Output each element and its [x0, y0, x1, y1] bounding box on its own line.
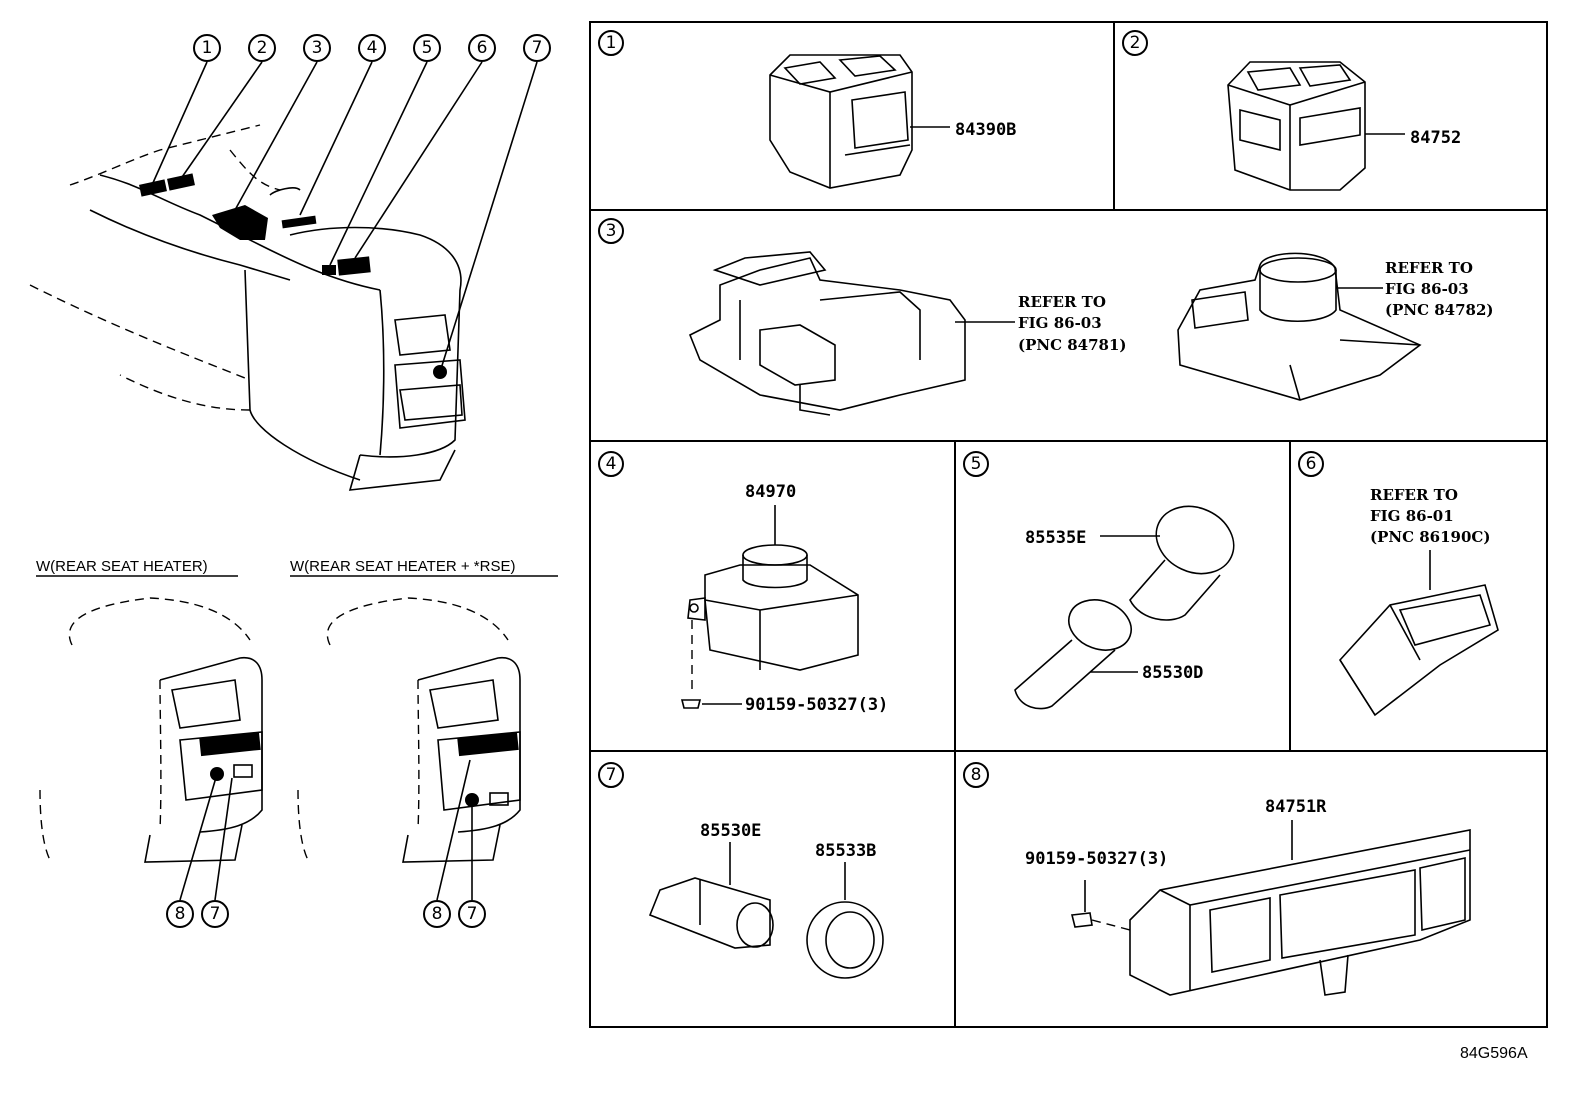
- socket-85535e-drawing: [1100, 505, 1235, 621]
- svg-text:2: 2: [257, 38, 268, 58]
- panel-5-number: 5: [963, 451, 989, 477]
- lower-left-callout-7: 7: [201, 900, 229, 928]
- svg-text:4: 4: [606, 454, 617, 474]
- switch-84752-drawing: [1227, 61, 1405, 191]
- overview-callout-4: 4: [358, 34, 386, 62]
- bolt-90159-label-panel4: 90159-50327(3): [745, 695, 888, 715]
- lower-right-callout-7: 7: [458, 900, 486, 928]
- refer-84782-line3: (PNC 84782): [1385, 301, 1494, 319]
- refer-84781-line3: (PNC 84781): [1018, 336, 1127, 354]
- part-85533b-label: 85533B: [815, 841, 876, 861]
- lower-left-callout-8: 8: [166, 900, 194, 928]
- svg-text:8: 8: [971, 765, 982, 785]
- panel-7-number: 7: [598, 762, 624, 788]
- overview-console-drawing: [29, 61, 538, 491]
- drawing-id: 84G596A: [1460, 1045, 1528, 1062]
- svg-text:8: 8: [432, 904, 443, 924]
- svg-text:7: 7: [210, 904, 221, 924]
- refer-86190c-line3: (PNC 86190C): [1370, 528, 1490, 546]
- svg-text:6: 6: [1306, 454, 1317, 474]
- refer-84781-line2: FIG 86-03: [1018, 314, 1102, 332]
- overview-callout-5: 5: [413, 34, 441, 62]
- switch-84390b-drawing: [769, 54, 950, 189]
- overview-callout-1: 1: [193, 34, 221, 62]
- lower-right-callout-8: 8: [423, 900, 451, 928]
- svg-text:3: 3: [312, 38, 323, 58]
- panel-3-number: 3: [598, 218, 624, 244]
- svg-text:7: 7: [467, 904, 478, 924]
- svg-text:1: 1: [606, 33, 617, 53]
- overview-callout-6: 6: [468, 34, 496, 62]
- svg-text:7: 7: [606, 765, 617, 785]
- panel-4-number: 4: [598, 451, 624, 477]
- socket-85530e-drawing: [648, 842, 774, 949]
- svg-text:6: 6: [477, 38, 488, 58]
- part-85530d-label: 85530D: [1142, 663, 1203, 683]
- part-85530e-label: 85530E: [700, 821, 761, 841]
- part-84752-label: 84752: [1410, 128, 1461, 148]
- svg-text:3: 3: [606, 221, 617, 241]
- refer-86190c-line2: FIG 86-01: [1370, 507, 1454, 525]
- bracket-assembly-drawing: [688, 251, 1015, 416]
- svg-text:5: 5: [422, 38, 433, 58]
- refer-84781-line1: REFER TO: [1018, 293, 1106, 311]
- overview-callout-7: 7: [523, 34, 551, 62]
- refer-84782-line2: FIG 86-03: [1385, 280, 1469, 298]
- svg-text:4: 4: [367, 38, 378, 58]
- panel-8-number: 8: [963, 762, 989, 788]
- panel-1-number: 1: [598, 30, 624, 56]
- part-84390b-label: 84390B: [955, 120, 1016, 140]
- console-rear-right-drawing: [297, 597, 521, 901]
- svg-text:8: 8: [175, 904, 186, 924]
- switch-86190c-drawing: [1338, 550, 1499, 717]
- socket-85530d-drawing: [1014, 599, 1138, 710]
- bolt-90159-label-panel8: 90159-50327(3): [1025, 849, 1168, 869]
- svg-text:1: 1: [202, 38, 213, 58]
- controller-84970-drawing: [680, 505, 859, 709]
- refer-86190c-line1: REFER TO: [1370, 486, 1458, 504]
- switch-panel-84751r-drawing: [1071, 820, 1471, 996]
- condition-label-right: W(REAR SEAT HEATER + *RSE): [290, 558, 515, 575]
- overview-callout-3: 3: [303, 34, 331, 62]
- console-rear-left-drawing: [39, 597, 263, 901]
- svg-text:2: 2: [1130, 33, 1141, 53]
- panel-2-number: 2: [1122, 30, 1148, 56]
- refer-84782-line1: REFER TO: [1385, 259, 1473, 277]
- condition-label-left: W(REAR SEAT HEATER): [36, 558, 208, 575]
- knob-assembly-drawing: [1177, 252, 1422, 401]
- panel-grid: [589, 21, 1548, 1028]
- socket-85533b-drawing: [806, 862, 884, 979]
- overview-callout-2: 2: [248, 34, 276, 62]
- svg-text:7: 7: [532, 38, 543, 58]
- part-85535e-label: 85535E: [1025, 528, 1086, 548]
- panel-6-number: 6: [1298, 451, 1324, 477]
- part-84970-label: 84970: [745, 482, 796, 502]
- part-84751r-label: 84751R: [1265, 797, 1327, 817]
- svg-text:5: 5: [971, 454, 982, 474]
